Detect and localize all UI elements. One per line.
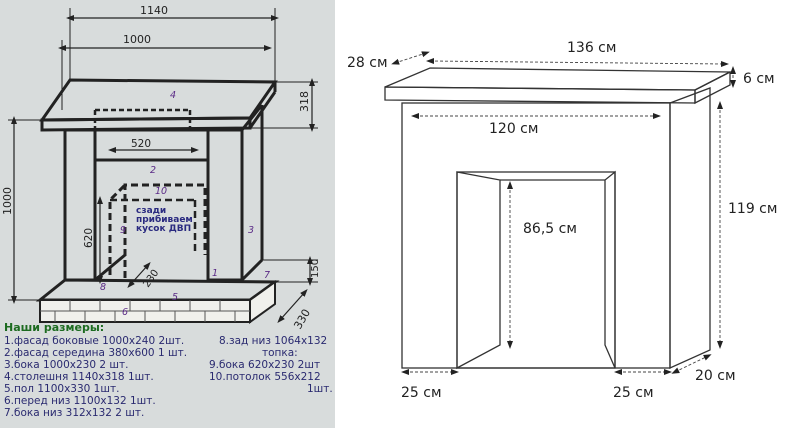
dim-side-depth: 230 xyxy=(141,268,161,290)
part-6: 6 xyxy=(122,307,128,318)
right-pillar-bottom xyxy=(240,258,264,282)
note-line: сзади xyxy=(136,206,166,216)
part-3: 3 xyxy=(248,225,254,236)
part-8: 8 xyxy=(100,282,106,293)
legend-row: 6.перед низ 1100x132 1шт. xyxy=(4,395,156,407)
part-2: 2 xyxy=(150,165,156,176)
base-side-brick xyxy=(249,280,276,324)
part-1: 1 xyxy=(212,268,218,279)
right-diagram-panel: 28 см 136 см 6 см 120 см 119 см 86,5 см … xyxy=(335,0,800,428)
dim-top-depth: 318 xyxy=(298,91,311,112)
dim-top-width-line xyxy=(426,58,729,67)
dim-top-thickness: 6 см xyxy=(743,71,775,87)
note-line: кусок ДВП xyxy=(136,224,191,234)
dim-right-leg: 25 см xyxy=(613,385,654,401)
mantel-front xyxy=(384,86,696,104)
part-4: 4 xyxy=(170,90,176,101)
legend-row: 1.фасад боковые 1000x240 2шт. xyxy=(4,335,185,347)
dim-top-width: 136 см xyxy=(567,40,616,56)
dim-top-depth-line xyxy=(391,51,430,65)
mantel-side xyxy=(694,70,731,105)
legend-row: 1шт. xyxy=(307,383,333,395)
dim-body-width: 120 см xyxy=(489,121,538,137)
dim-opening-width: 520 xyxy=(131,138,151,150)
parts-legend: Наши размеры: 1.фасад боковые 1000x240 2… xyxy=(4,321,334,419)
dim-inner-width: 1000 xyxy=(123,33,151,46)
body-side xyxy=(669,87,711,370)
dim-height: 119 см xyxy=(728,201,777,217)
firebox-left-wall xyxy=(456,171,501,370)
firebox-right-wall xyxy=(604,170,616,369)
note-line: прибиваем xyxy=(136,214,193,225)
legend-row: 8.зад низ 1064x132 xyxy=(219,335,328,347)
left-diagram-panel: 1140 1000 xyxy=(0,0,335,428)
legend-row: 9.бока 620x230 2шт xyxy=(209,359,321,371)
part-10: 10 xyxy=(155,186,167,197)
left-pillar xyxy=(63,128,97,282)
dim-height: 1000 xyxy=(1,187,14,215)
top-slab-front xyxy=(40,116,252,132)
dim-base-height: 150 xyxy=(310,259,321,278)
legend-row: 5.пол 1100x330 1шт. xyxy=(4,383,120,395)
legend-header: Наши размеры: xyxy=(4,321,105,334)
right-fireplace-drawing: 28 см 136 см 6 см 120 см 119 см 86,5 см … xyxy=(347,40,777,401)
right-pillar xyxy=(206,128,244,282)
legend-subheader: топка: xyxy=(262,347,298,359)
legend-row: 4.столешня 1140x318 1шт. xyxy=(4,371,154,383)
base-top xyxy=(35,278,280,302)
legend-row: 2.фасад середина 380x600 1 шт. xyxy=(4,347,188,359)
part-5: 5 xyxy=(172,292,178,303)
legend-row: 3.бока 1000x230 2 шт. xyxy=(4,359,129,371)
dim-inner-height: 620 xyxy=(83,228,95,248)
dim-depth: 20 см xyxy=(695,368,736,384)
part-9: 9 xyxy=(120,225,126,236)
dim-left-leg: 25 см xyxy=(401,385,442,401)
dim-depth-line xyxy=(671,354,712,374)
firebox-outline xyxy=(123,183,207,278)
left-fireplace-drawing: 1140 1000 xyxy=(1,4,321,332)
top-slab xyxy=(39,78,278,122)
legend-row: 10.потолок 556x212 xyxy=(209,371,321,383)
dim-base-depth-line xyxy=(277,289,308,323)
dim-opening-height: 86,5 см xyxy=(523,221,577,237)
right-pillar-top xyxy=(240,104,264,131)
part-7: 7 xyxy=(264,270,270,281)
legend-row: 7.бока низ 312x132 2 шт. xyxy=(4,407,145,419)
firebox-opening xyxy=(456,171,616,369)
dim-side-depth-line xyxy=(127,262,151,288)
firebox-side xyxy=(108,183,127,275)
dim-top-width: 1140 xyxy=(140,4,168,17)
mantel-top xyxy=(384,67,731,91)
brick-pattern xyxy=(40,300,250,322)
dim-top-depth: 28 см xyxy=(347,55,388,71)
